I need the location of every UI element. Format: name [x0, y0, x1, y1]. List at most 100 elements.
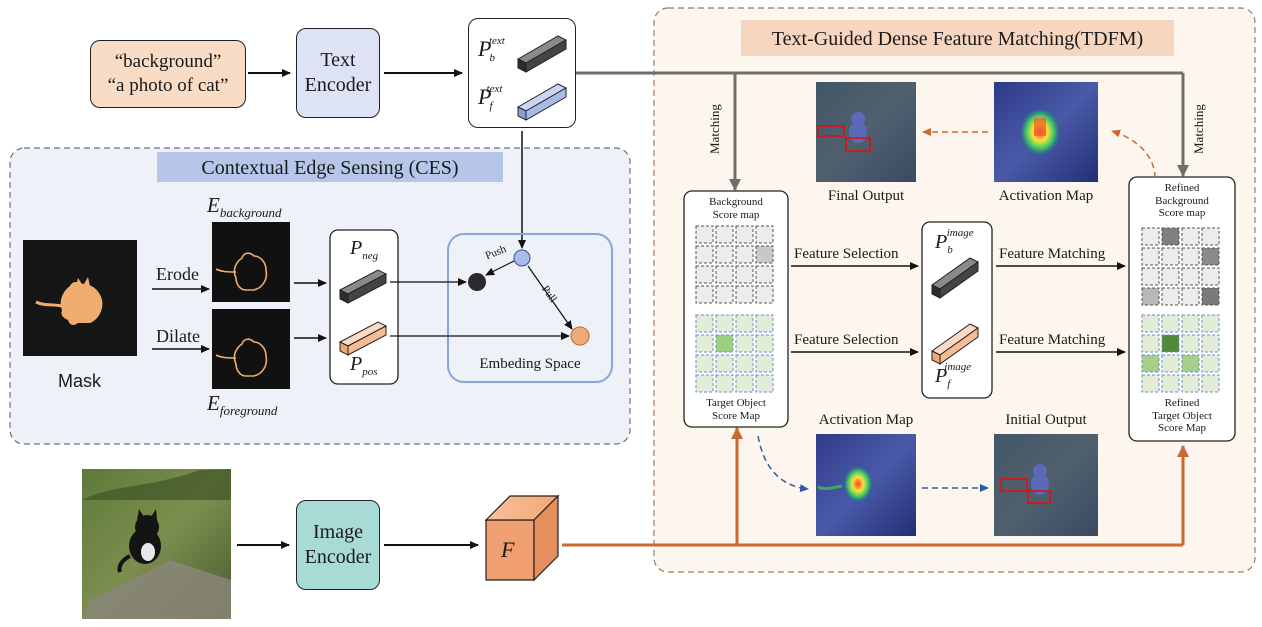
text-prototypes-box	[468, 18, 576, 128]
score-cell	[1181, 374, 1200, 393]
score-cell	[1181, 267, 1200, 286]
anchor-point	[513, 249, 531, 267]
score-cell	[735, 334, 754, 353]
score-cell	[1161, 287, 1180, 306]
score-cell	[755, 245, 774, 264]
score-cell	[1161, 354, 1180, 373]
feature-matching-top-label: Feature Matching	[999, 246, 1106, 262]
score-cell	[1141, 287, 1160, 306]
feature-symbol: F	[501, 537, 515, 562]
feature-cube	[484, 494, 560, 582]
score-cell	[735, 314, 754, 333]
score-cell	[1201, 354, 1220, 373]
mask-image	[23, 240, 137, 356]
score-cell	[735, 354, 754, 373]
arrow-refined-to-activation	[1111, 129, 1156, 179]
score-cell	[1201, 314, 1220, 333]
score-cell	[1141, 334, 1160, 353]
score-cell	[1141, 354, 1160, 373]
mask-label: Mask	[58, 371, 102, 391]
p-pos-label: Ppos	[350, 353, 378, 378]
text-prompt-box: “background” “a photo of cat”	[90, 40, 246, 108]
score-cell	[735, 265, 754, 284]
score-cell	[1181, 247, 1200, 266]
matching-label-right: Matching	[1191, 104, 1206, 154]
score-cell	[1201, 247, 1220, 266]
refined-bg-label: Refined Background Score map	[1129, 182, 1235, 220]
score-cell	[735, 285, 754, 304]
p-f-text-bar	[516, 83, 568, 121]
bg-score-line1: Background	[709, 196, 763, 208]
score-cell	[755, 374, 774, 393]
bg-score-label: Background Score map	[684, 196, 788, 221]
matching-label-left: Matching	[707, 104, 722, 154]
score-cell	[1201, 287, 1220, 306]
score-cell	[695, 265, 714, 284]
score-cell	[695, 225, 714, 244]
image-encoder-line1: Image	[313, 521, 363, 543]
score-cell	[1141, 227, 1160, 246]
score-cell	[755, 225, 774, 244]
score-cell	[695, 354, 714, 373]
feature-selection-top-label: Feature Selection	[794, 246, 899, 262]
bg-score-line2: Score map	[712, 208, 760, 221]
refined-background-grid	[1141, 227, 1220, 306]
push-arrow	[485, 260, 515, 276]
text-encoder-line2: Encoder	[304, 74, 372, 96]
text-encoder-line1: Text	[320, 49, 356, 71]
score-cell	[1141, 314, 1160, 333]
final-output-image	[816, 82, 916, 182]
refined-target-line2: Target Object	[1152, 409, 1212, 422]
image-encoder-line2: Encoder	[304, 546, 372, 568]
refined-bg-line1: Refined	[1164, 182, 1200, 194]
ces-title-bg	[157, 152, 503, 182]
p-b-image-bar	[931, 257, 979, 299]
score-cell	[735, 245, 754, 264]
score-cell	[1141, 374, 1160, 393]
score-cell	[1181, 354, 1200, 373]
tdfm-title-bg	[741, 20, 1174, 56]
score-cell	[695, 245, 714, 264]
e-foreground-label: Eforeground	[207, 391, 278, 419]
score-cell	[715, 334, 734, 353]
embedding-space-label: Embeding Space	[479, 356, 581, 372]
refined-target-line1: Refined	[1164, 397, 1200, 409]
background-score-grid	[695, 225, 774, 304]
ces-title: Contextual Edge Sensing (CES)	[201, 157, 459, 179]
score-cell	[695, 314, 714, 333]
score-cell	[715, 285, 734, 304]
e-background-label: Ebackground	[207, 193, 282, 221]
erode-label: Erode	[156, 264, 199, 284]
p-b-text-bar	[516, 35, 568, 73]
score-cell	[1161, 334, 1180, 353]
score-cell	[1181, 334, 1200, 353]
positive-point	[570, 326, 590, 346]
refined-target-label: Refined Target Object Score Map	[1129, 397, 1235, 435]
p-b-image-label: Pbimage	[935, 227, 974, 256]
p-neg-bar	[338, 269, 388, 304]
score-cell	[1161, 267, 1180, 286]
activation-map-bottom-image	[816, 434, 916, 536]
score-cell	[755, 334, 774, 353]
target-score-label: Target Object Score Map	[684, 397, 788, 422]
text-prompt-line1: “background”	[114, 51, 222, 73]
initial-output-label: Initial Output	[1005, 412, 1087, 428]
e-foreground-image	[212, 309, 290, 389]
tdfm-title: Text-Guided Dense Feature Matching(TDFM)	[771, 28, 1144, 50]
score-cell	[1181, 287, 1200, 306]
score-cell	[1141, 267, 1160, 286]
initial-output-image	[994, 434, 1098, 536]
feature-matching-bottom-label: Feature Matching	[999, 332, 1106, 348]
score-cell	[695, 334, 714, 353]
p-f-image-label: Pfimage	[935, 361, 972, 390]
pull-arrow	[527, 265, 573, 330]
p-b-text-label: Pbtext	[478, 34, 505, 65]
score-cell	[1141, 247, 1160, 266]
score-cell	[715, 245, 734, 264]
final-output-label: Final Output	[827, 188, 905, 204]
feature-selection-bottom-label: Feature Selection	[794, 332, 899, 348]
p-f-text-label: Pftext	[478, 82, 503, 113]
score-cell	[1181, 227, 1200, 246]
text-encoder-box: Text Encoder	[296, 28, 380, 118]
